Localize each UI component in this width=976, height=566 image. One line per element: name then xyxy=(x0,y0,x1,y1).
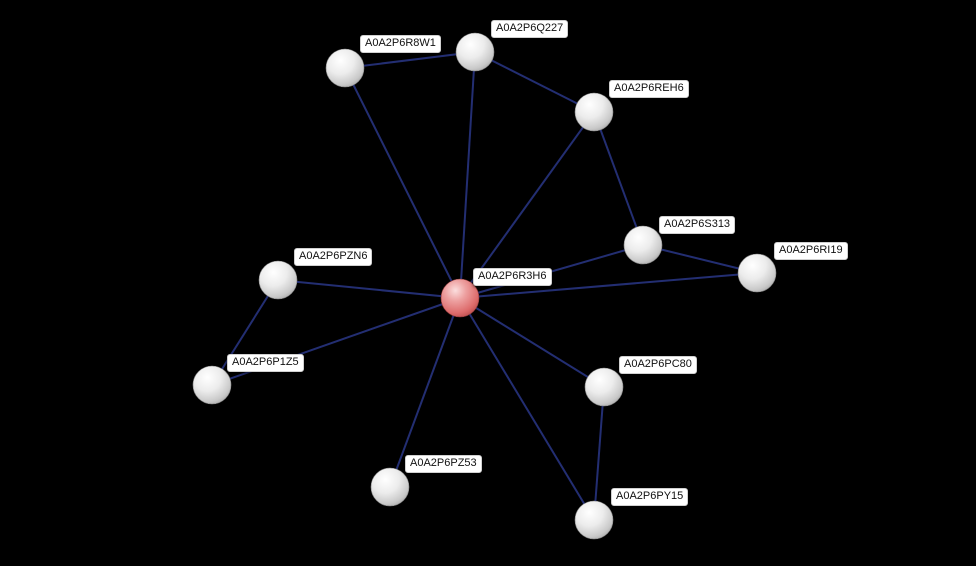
node-a0a2p6pc80[interactable] xyxy=(584,367,624,407)
node-label-a0a2p6r3h6[interactable]: A0A2P6R3H6 xyxy=(473,268,552,286)
edge-a0a2p6q227-a0a2p6reh6[interactable] xyxy=(474,51,595,113)
node-label-a0a2p6r8w1[interactable]: A0A2P6R8W1 xyxy=(360,35,441,53)
edge-a0a2p6s313-a0a2p6ri19[interactable] xyxy=(642,244,758,274)
node-a0a2p6pzn6[interactable] xyxy=(258,260,298,300)
node-label-a0a2p6pz53[interactable]: A0A2P6PZ53 xyxy=(405,455,482,473)
node-label-a0a2p6ri19[interactable]: A0A2P6RI19 xyxy=(774,242,848,260)
node-a0a2p6p1z5[interactable] xyxy=(192,365,232,405)
edge-a0a2p6py15-a0a2p6r3h6[interactable] xyxy=(459,297,595,521)
node-a0a2p6r8w1[interactable] xyxy=(325,48,365,88)
edge-a0a2p6reh6-a0a2p6r3h6[interactable] xyxy=(459,111,595,299)
edge-a0a2p6pz53-a0a2p6r3h6[interactable] xyxy=(389,297,461,488)
node-label-a0a2p6p1z5[interactable]: A0A2P6P1Z5 xyxy=(227,354,304,372)
edge-a0a2p6pzn6-a0a2p6r3h6[interactable] xyxy=(277,279,461,299)
edge-a0a2p6pc80-a0a2p6py15[interactable] xyxy=(593,386,605,521)
node-label-a0a2p6s313[interactable]: A0A2P6S313 xyxy=(659,216,736,234)
edge-a0a2p6ri19-a0a2p6r3h6[interactable] xyxy=(459,272,758,299)
node-a0a2p6reh6[interactable] xyxy=(574,92,614,132)
node-label-a0a2p6reh6[interactable]: A0A2P6REH6 xyxy=(609,80,689,98)
node-label-a0a2p6py15[interactable]: A0A2P6PY15 xyxy=(611,488,689,506)
node-a0a2p6q227[interactable] xyxy=(455,32,495,72)
edge-a0a2p6s313-a0a2p6r3h6[interactable] xyxy=(459,244,644,299)
node-label-a0a2p6pzn6[interactable]: A0A2P6PZN6 xyxy=(294,248,373,266)
edge-a0a2p6q227-a0a2p6r3h6[interactable] xyxy=(459,51,476,299)
node-a0a2p6s313[interactable] xyxy=(623,225,663,265)
node-a0a2p6pz53[interactable] xyxy=(370,467,410,507)
edge-a0a2p6pzn6-a0a2p6p1z5[interactable] xyxy=(211,279,279,386)
node-a0a2p6ri19[interactable] xyxy=(737,253,777,293)
node-a0a2p6py15[interactable] xyxy=(574,500,614,540)
edge-a0a2p6reh6-a0a2p6s313[interactable] xyxy=(593,111,644,246)
node-a0a2p6r3h6[interactable] xyxy=(440,278,480,318)
node-layer xyxy=(192,32,777,540)
node-label-a0a2p6pc80[interactable]: A0A2P6PC80 xyxy=(619,356,697,374)
edge-a0a2p6r8w1-a0a2p6r3h6[interactable] xyxy=(344,67,461,299)
edge-a0a2p6r8w1-a0a2p6q227[interactable] xyxy=(344,51,476,69)
edge-a0a2p6pc80-a0a2p6r3h6[interactable] xyxy=(459,297,605,388)
node-label-a0a2p6q227[interactable]: A0A2P6Q227 xyxy=(491,20,569,38)
